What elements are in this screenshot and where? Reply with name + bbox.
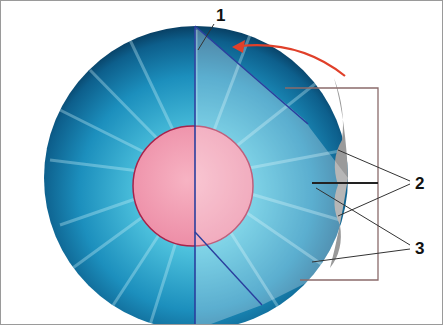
divider-line: [312, 182, 378, 184]
flap-edge: [195, 232, 262, 305]
callout-number: 3: [415, 240, 424, 257]
bracket: [285, 88, 378, 280]
arrow-head: [232, 40, 245, 53]
callout-number: 1: [216, 7, 225, 24]
leader-line: [198, 24, 410, 262]
callout-number: 2: [415, 175, 424, 192]
flap: [195, 26, 348, 324]
rotation-arrow: [240, 45, 345, 76]
iris: [44, 26, 348, 324]
flap-edge: [194, 26, 196, 324]
flap-edge: [195, 26, 308, 124]
